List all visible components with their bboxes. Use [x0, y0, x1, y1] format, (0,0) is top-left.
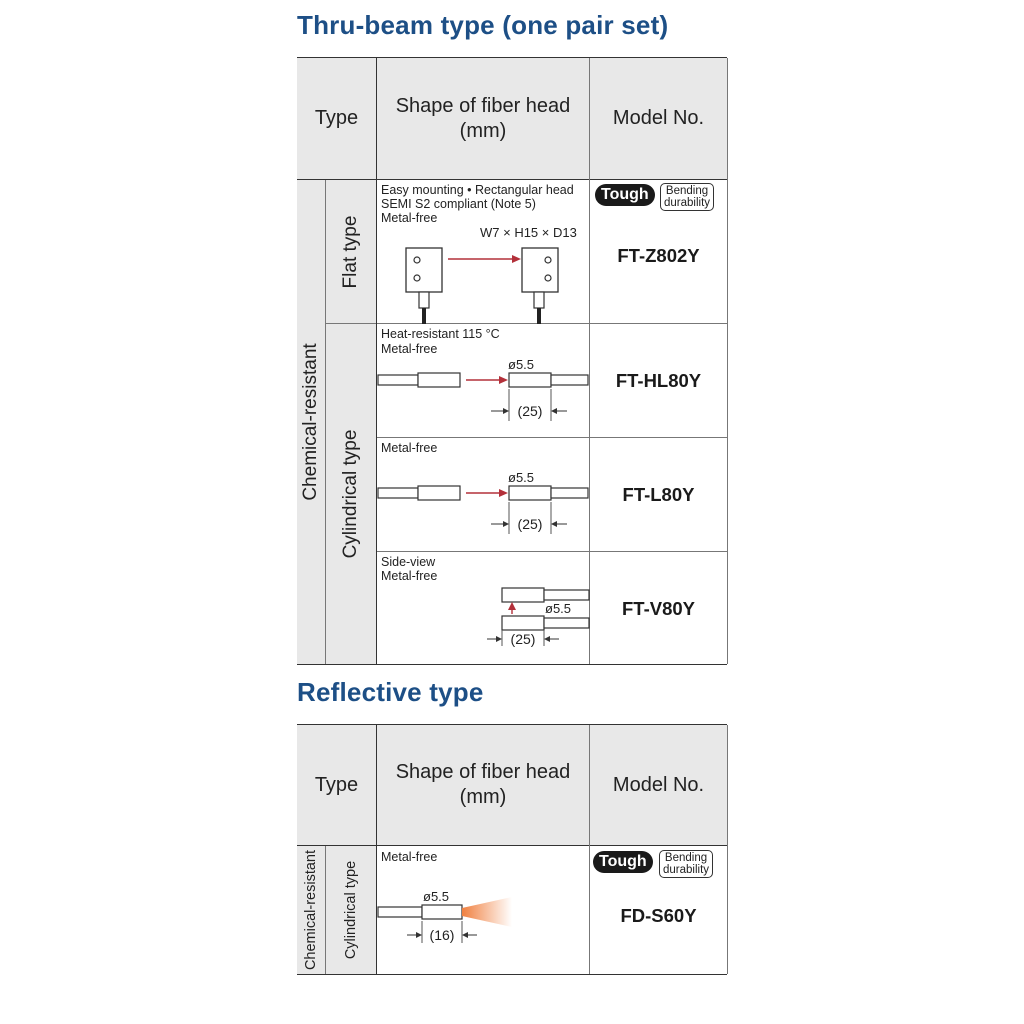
- thru-beam-title: Thru-beam type (one pair set): [297, 10, 669, 40]
- row4-note-1: Side-view: [381, 555, 436, 569]
- reflective-head-diagram: ø5.5 (16): [377, 889, 512, 943]
- row1-note-1: Easy mounting • Rectangular head: [381, 183, 574, 197]
- row3-note-1: Metal-free: [381, 441, 438, 455]
- row1-note-3: Metal-free: [381, 211, 438, 225]
- rule: [589, 725, 590, 974]
- model-ft-l80y: FT-L80Y: [622, 484, 695, 505]
- model-ft-v80y: FT-V80Y: [622, 598, 695, 619]
- header-model: Model No.: [590, 725, 727, 845]
- side-view-head-diagram: ø5.5 (25): [487, 587, 590, 647]
- reflective-note-1: Metal-free: [381, 850, 438, 864]
- group-label-cylindrical: Cylindrical type: [343, 860, 359, 960]
- rule: [376, 725, 377, 974]
- rule: [376, 58, 377, 664]
- tough-badge: Tough: [593, 851, 653, 873]
- header-type: Type: [297, 58, 376, 179]
- row2-note-1: Heat-resistant 115 °C: [381, 327, 500, 341]
- rule: [297, 664, 727, 665]
- group-column: [326, 180, 376, 665]
- rule: [727, 58, 728, 664]
- rule: [297, 57, 727, 58]
- reflective-length: (16): [430, 927, 455, 943]
- rule: [297, 724, 727, 725]
- flat-head-diagram: [405, 247, 559, 324]
- rule: [589, 58, 590, 664]
- rule: [326, 323, 727, 324]
- row2-note-2: Metal-free: [381, 342, 438, 356]
- model-ft-z802y: FT-Z802Y: [617, 245, 700, 266]
- model-fd-s60y: FD-S60Y: [620, 905, 697, 926]
- cylindrical-head-diagram: ø5.5 (25): [377, 470, 589, 534]
- reflective-diameter: ø5.5: [423, 889, 449, 904]
- rule: [297, 845, 727, 846]
- rule: [325, 180, 326, 664]
- row4-note-2: Metal-free: [381, 569, 438, 583]
- group-label-cylindrical: Cylindrical type: [340, 429, 361, 559]
- model-ft-hl80y: FT-HL80Y: [615, 370, 702, 391]
- row2-diameter: ø5.5: [508, 357, 534, 372]
- rule: [297, 179, 727, 180]
- row2-length: (25): [518, 403, 543, 419]
- reflective-title: Reflective type: [297, 677, 484, 707]
- rule: [727, 725, 728, 974]
- cylindrical-head-diagram: ø5.5 (25): [377, 357, 589, 421]
- header-shape: Shape of fiber head (mm): [377, 58, 589, 179]
- category-column: [297, 846, 325, 974]
- row1-dimension: W7 × H15 × D13: [480, 225, 577, 240]
- rule: [297, 974, 727, 975]
- rule: [377, 437, 727, 438]
- tough-badge: Tough: [595, 184, 655, 206]
- bending-durability-badge: Bending durability: [660, 183, 715, 211]
- category-column: [297, 180, 325, 665]
- header-type: Type: [297, 725, 376, 845]
- rule: [377, 551, 727, 552]
- header-model: Model No.: [590, 58, 727, 179]
- group-column: [326, 846, 376, 974]
- rule: [325, 846, 326, 974]
- bending-durability-badge: Bending durability: [659, 850, 714, 878]
- header-shape: Shape of fiber head (mm): [377, 725, 589, 845]
- row3-diameter: ø5.5: [508, 470, 534, 485]
- row3-length: (25): [518, 516, 543, 532]
- row4-diameter: ø5.5: [545, 601, 571, 616]
- group-label-flat: Flat type: [340, 215, 361, 289]
- row1-note-2: SEMI S2 compliant (Note 5): [381, 197, 536, 211]
- row4-length: (25): [511, 631, 536, 647]
- category-label: Chemical-resistant: [303, 849, 319, 971]
- category-label: Chemical-resistant: [300, 343, 321, 501]
